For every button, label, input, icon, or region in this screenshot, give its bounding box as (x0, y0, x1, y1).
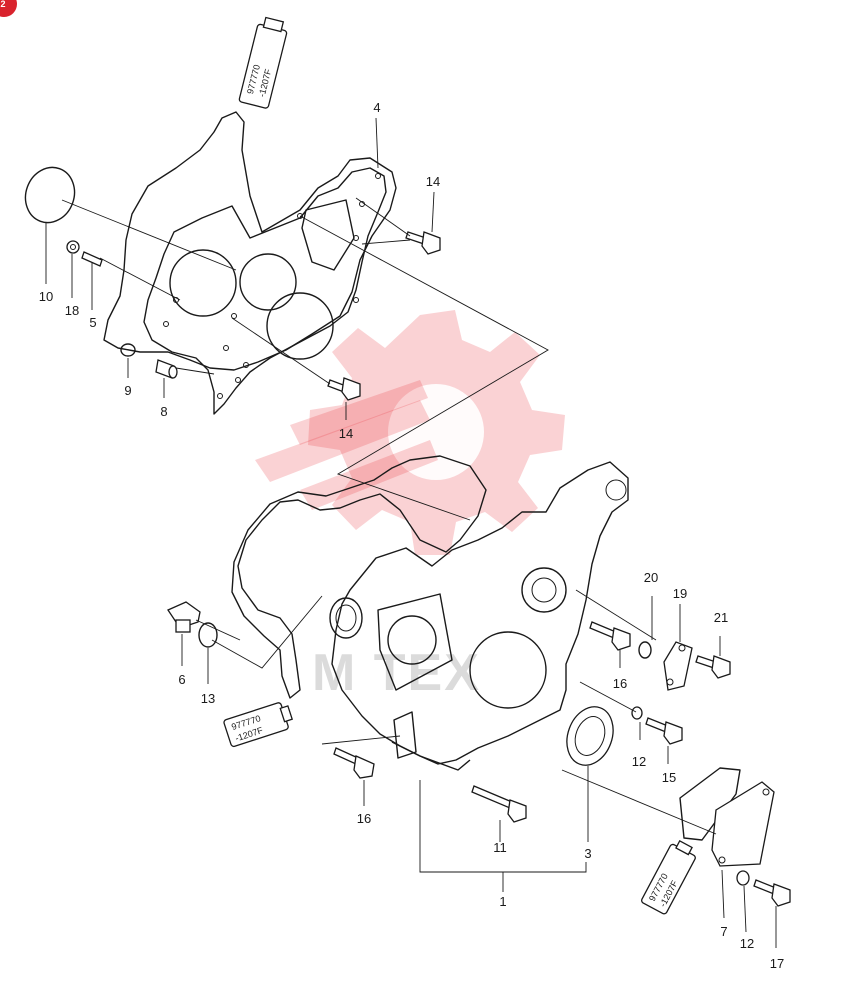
bolt-17 (753, 879, 791, 907)
case-port (329, 597, 363, 639)
callout-3: 3 (584, 846, 591, 861)
dowel-8 (155, 359, 178, 379)
case-bore-right (521, 567, 567, 613)
callout-labels: 4 14 10 18 5 9 8 14 6 13 20 19 21 16 12 … (39, 100, 784, 971)
callout-15: 15 (662, 770, 676, 785)
case-mount-hole (605, 479, 627, 501)
callout-18: 18 (65, 303, 79, 318)
callout-21: 21 (714, 610, 728, 625)
bolt-16-left (333, 747, 375, 779)
plate-hole-1 (169, 249, 237, 317)
o-ring-small (120, 343, 136, 357)
cover-19 (663, 641, 693, 691)
bolt-14-lower (327, 377, 361, 401)
case-bore-left (387, 615, 437, 665)
plug-6 (167, 601, 201, 633)
callout-12-mid: 12 (632, 754, 646, 769)
callout-14-bottom: 14 (339, 426, 353, 441)
callout-16-right: 16 (613, 676, 627, 691)
bolt-21 (695, 655, 731, 679)
case-bore-right-inner (531, 577, 557, 603)
callout-19: 19 (673, 586, 687, 601)
plate-hole-3 (266, 292, 334, 360)
watermark-logo (255, 310, 565, 555)
nut-18 (66, 240, 80, 254)
callout-16-left: 16 (357, 811, 371, 826)
page-badge: 2 (0, 0, 17, 17)
watermark-text: M TEX (312, 644, 481, 702)
callout-13: 13 (201, 691, 215, 706)
plate-hole-2 (239, 253, 297, 311)
callout-1: 1 (499, 894, 506, 909)
sealant-tube-bottom: 977770 -1207F (641, 840, 696, 915)
bolt-15 (645, 717, 683, 745)
badge-number: 2 (0, 0, 5, 9)
case-flange (377, 593, 453, 691)
callout-20: 20 (644, 570, 658, 585)
o-ring-20 (638, 641, 652, 659)
lower-leader-lines (45, 222, 777, 948)
case-bottom-edge (391, 741, 471, 771)
callout-8: 8 (160, 404, 167, 419)
sealant-tube-left: 977770 -1207F (223, 702, 294, 748)
callout-11: 11 (493, 840, 507, 855)
callout-4: 4 (373, 100, 380, 115)
callout-10: 10 (39, 289, 53, 304)
oil-seal-3 (566, 706, 614, 766)
callout-7: 7 (720, 924, 727, 939)
case-boss (393, 711, 417, 759)
timing-plate (143, 167, 387, 415)
callout-14-top: 14 (426, 174, 440, 189)
stud-5 (81, 251, 103, 267)
washer-12a (631, 706, 643, 720)
washer-12b (736, 870, 750, 886)
callout-6: 6 (178, 672, 185, 687)
plate-window (301, 199, 355, 271)
callout-17: 17 (770, 956, 784, 971)
sealant-tube-top: 977770 -1207F (238, 16, 288, 109)
lower-gasket (231, 455, 487, 699)
callout-9: 9 (124, 383, 131, 398)
callout-5: 5 (89, 315, 96, 330)
case-bore-center (469, 631, 547, 709)
bolt-14-upper (405, 231, 441, 255)
cover-plate-7 (679, 767, 775, 867)
o-ring-large (24, 166, 76, 224)
bolt-11 (471, 785, 527, 823)
o-ring-13 (198, 622, 218, 648)
bolt-16-right (589, 621, 631, 651)
callout-12-bottom: 12 (740, 936, 754, 951)
gear-case (331, 461, 629, 765)
case-port-inner (335, 604, 357, 632)
upper-leader-lines (61, 117, 549, 521)
